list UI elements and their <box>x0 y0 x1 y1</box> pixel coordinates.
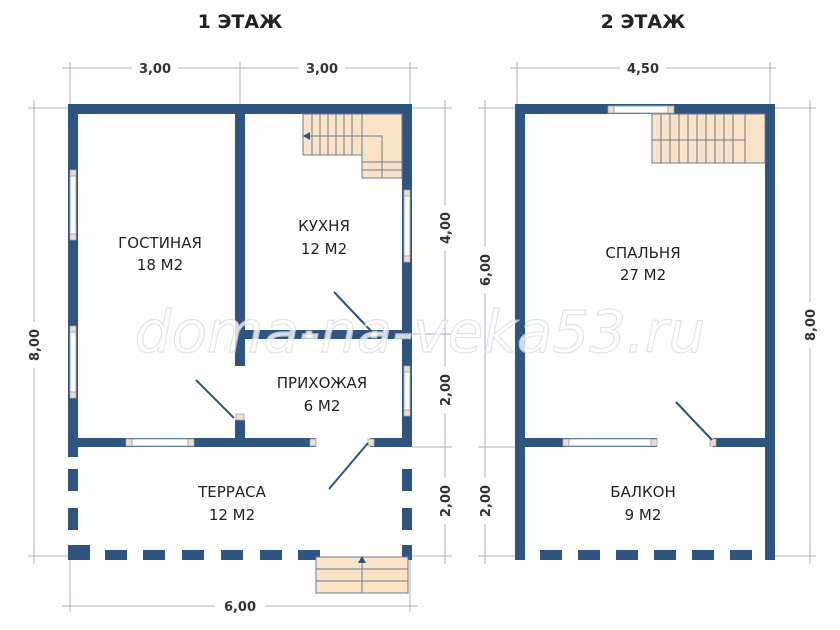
room-bedroom: СПАЛЬНЯ 27 М2 <box>605 244 680 284</box>
room-area: 6 М2 <box>304 397 341 415</box>
dim-f1-top-right: 3,00 <box>306 62 338 77</box>
door-swing-entrance <box>328 442 369 490</box>
dim-f2-left-lower: 2,00 <box>479 485 494 517</box>
floor-2-dimensions: 4,50 6,00 2,00 8,00 <box>476 58 819 564</box>
floor-1-title: 1 ЭТАЖ <box>198 11 283 33</box>
floor-1-windows <box>69 169 411 447</box>
dim-f2-left-upper: 6,00 <box>479 254 494 286</box>
dim-f1-left: 8,00 <box>28 329 43 361</box>
dim-f2-right: 8,00 <box>804 309 819 341</box>
floor-1-doors <box>195 291 373 490</box>
dim-f1-right-middle: 2,00 <box>439 374 454 406</box>
room-area: 9 М2 <box>625 506 662 524</box>
room-area: 12 М2 <box>209 506 255 524</box>
floor-2-title: 2 ЭТАЖ <box>601 11 686 33</box>
floor-2-stairs <box>651 113 766 164</box>
door-swing-balcony <box>675 401 713 441</box>
room-hallway: ПРИХОЖАЯ 6 М2 <box>277 374 367 415</box>
room-name: ПРИХОЖАЯ <box>277 374 367 392</box>
entrance-steps <box>315 556 409 594</box>
dim-f2-top: 4,50 <box>627 62 659 77</box>
room-name: КУХНЯ <box>298 217 350 235</box>
watermark: doma-na-veka53.ru <box>135 298 705 366</box>
door-swing-kitchen <box>333 291 373 333</box>
room-kitchen: КУХНЯ 12 М2 <box>298 217 350 258</box>
room-area: 27 М2 <box>620 266 666 284</box>
room-area: 12 М2 <box>301 240 347 258</box>
floor-1-stairs <box>302 113 403 179</box>
floor-2-windows <box>562 105 717 447</box>
room-area: 18 М2 <box>137 256 183 274</box>
room-living: ГОСТИНАЯ 18 М2 <box>118 234 202 274</box>
room-name: ТЕРРАСА <box>197 483 266 501</box>
dim-f1-right-lower: 2,00 <box>439 485 454 517</box>
room-terrace: ТЕРРАСА 12 М2 <box>197 483 266 524</box>
dim-f1-right-upper: 4,00 <box>439 212 454 244</box>
room-name: ГОСТИНАЯ <box>118 234 202 252</box>
dim-f1-top-left: 3,00 <box>139 62 171 77</box>
floor-1-dimensions: 3,00 3,00 8,00 4,00 2,00 2,00 6,00 <box>25 58 454 615</box>
dim-f1-bottom: 6,00 <box>224 600 256 615</box>
room-balcony: БАЛКОН 9 М2 <box>610 483 676 524</box>
room-name: БАЛКОН <box>610 483 676 501</box>
room-name: СПАЛЬНЯ <box>605 244 680 262</box>
door-swing-living <box>195 379 235 419</box>
